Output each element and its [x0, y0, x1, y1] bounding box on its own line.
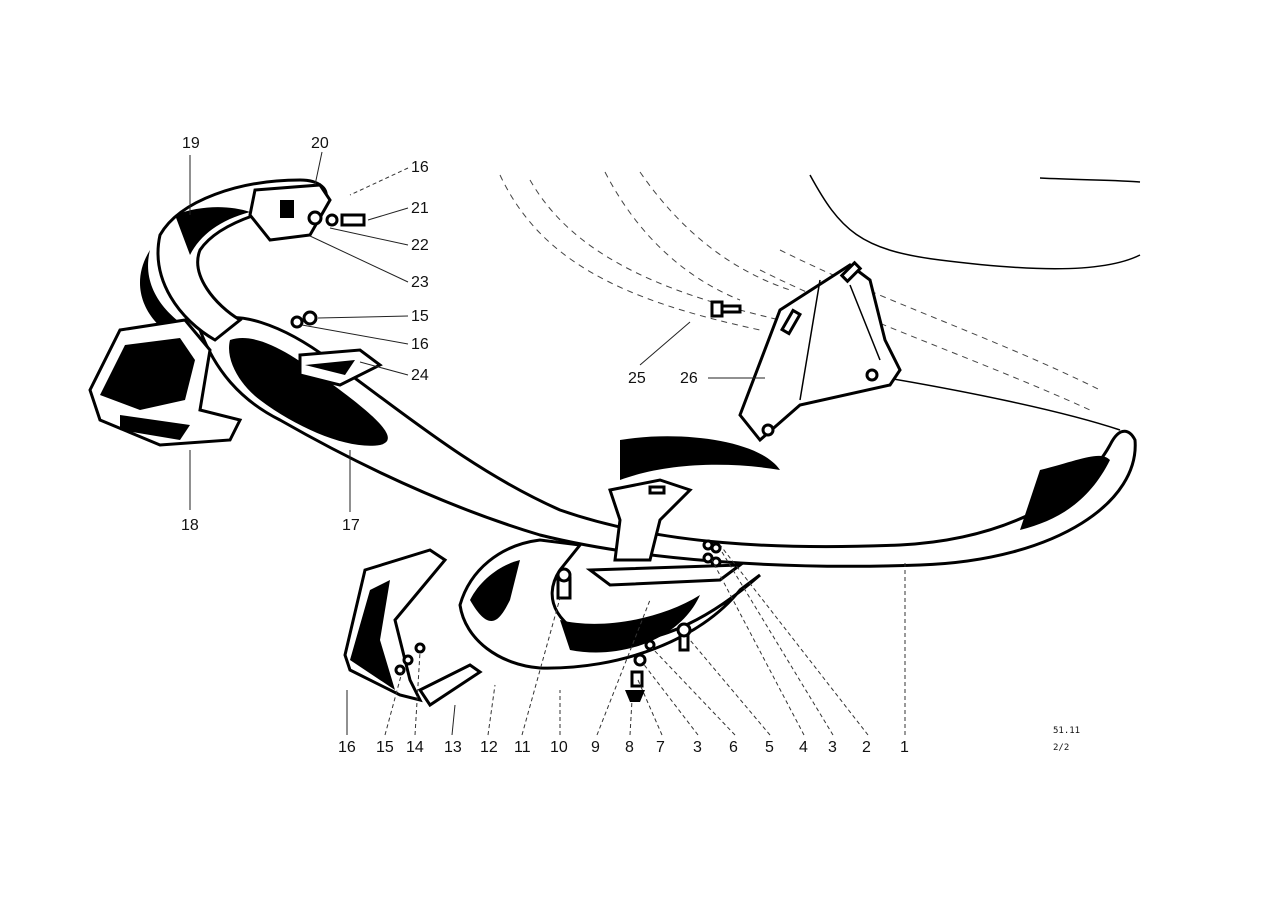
- strip-9: [585, 563, 745, 587]
- callout-3: 3: [828, 739, 837, 756]
- callout-13: 13: [444, 739, 462, 756]
- bracket-26: [738, 260, 902, 443]
- bolt-11: [556, 567, 572, 600]
- callout-12: 12: [480, 739, 498, 756]
- callout-1: 1: [900, 739, 909, 756]
- callout-20: 20: [311, 135, 329, 152]
- bracket-24: [298, 348, 383, 387]
- washers-15-16: [290, 310, 318, 329]
- bolt-25: [710, 300, 742, 318]
- callout-19: 19: [182, 135, 200, 152]
- callout-6: 6: [729, 739, 738, 756]
- callout-21: 21: [411, 200, 429, 217]
- callout-10: 10: [550, 739, 568, 756]
- callout-7: 7: [656, 739, 665, 756]
- light-housing-16: [343, 548, 483, 708]
- reference-number: 51.11: [1053, 726, 1080, 736]
- callout-24: 24: [411, 367, 429, 384]
- sheet-number: 2/2: [1053, 743, 1069, 753]
- leader-lines: [189, 151, 906, 736]
- lower-apron-10: [458, 478, 761, 670]
- callout-23: 23: [411, 274, 429, 291]
- callout-4: 4: [799, 739, 808, 756]
- callout-3-second: 3: [693, 739, 702, 756]
- callout-16: 16: [338, 739, 356, 756]
- callout-9: 9: [591, 739, 600, 756]
- callout-17: 17: [342, 517, 360, 534]
- callout-15-upper: 15: [411, 308, 429, 325]
- callout-11: 11: [514, 739, 531, 756]
- callout-18: 18: [181, 517, 199, 534]
- callout-5: 5: [765, 739, 774, 756]
- callout-8: 8: [625, 739, 634, 756]
- callout-labels: 1 2 3 4 5 6 3 7 8 9 10 11 12 13 14 15 16…: [181, 135, 909, 756]
- callout-25: 25: [628, 370, 646, 387]
- reference-code: 51.11 2/2: [1053, 726, 1080, 753]
- bolt-21: [325, 213, 366, 227]
- callout-22: 22: [411, 237, 429, 254]
- hardware-2-8: [625, 539, 722, 702]
- callout-16-top: 16: [411, 159, 429, 176]
- callout-2: 2: [862, 739, 871, 756]
- bracket-20: [248, 183, 332, 242]
- callout-16-upper: 16: [411, 336, 429, 353]
- callout-26: 26: [680, 370, 698, 387]
- callout-14: 14: [406, 739, 424, 756]
- light-housing-18: [88, 318, 243, 447]
- callout-15: 15: [376, 739, 394, 756]
- bumper-bar: [198, 316, 1137, 568]
